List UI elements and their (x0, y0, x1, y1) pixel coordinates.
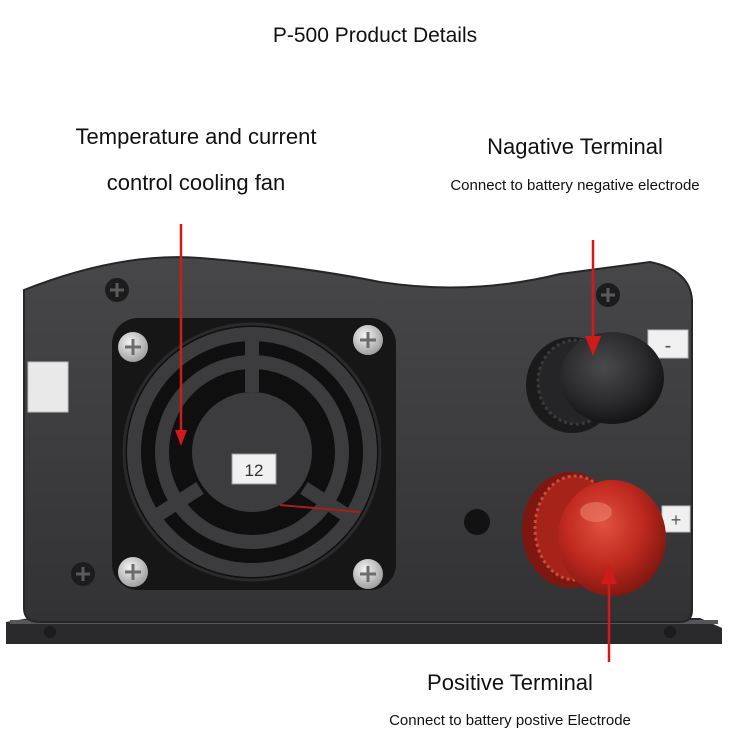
fan-label-line1: Temperature and current (75, 124, 317, 149)
screw (353, 559, 383, 589)
screw (118, 332, 148, 362)
positive-sign: + (671, 510, 682, 530)
positive-arrowhead (601, 564, 617, 584)
page-title: P-500 Product Details (272, 24, 478, 47)
fan-sticker-text: 12 (245, 461, 264, 480)
base-hole (44, 626, 56, 638)
negative-arrowhead (585, 336, 601, 356)
base-hole (664, 626, 676, 638)
base-plate (6, 618, 722, 644)
positive-terminal-label: Positive Terminal (427, 670, 593, 695)
fan-label-line2: control cooling fan (106, 170, 286, 195)
screw (118, 557, 148, 587)
negative-terminal-description: Connect to battery negative electrode (450, 177, 700, 194)
fan-arrowhead (175, 430, 187, 446)
positive-terminal-description: Connect to battery postive Electrode (389, 712, 631, 729)
cooling-fan (112, 318, 396, 590)
side-bracket (27, 361, 69, 413)
negative-terminal-label: Nagative Terminal (487, 134, 663, 159)
negative-sign: - (665, 335, 672, 357)
fan-sticker: 12 (231, 453, 277, 485)
positive-terminal: + (522, 472, 691, 596)
screw (353, 325, 383, 355)
screw (596, 283, 620, 307)
screw (71, 562, 95, 586)
indicator-hole (464, 509, 490, 535)
negative-terminal: - (526, 329, 689, 433)
screw (105, 278, 129, 302)
